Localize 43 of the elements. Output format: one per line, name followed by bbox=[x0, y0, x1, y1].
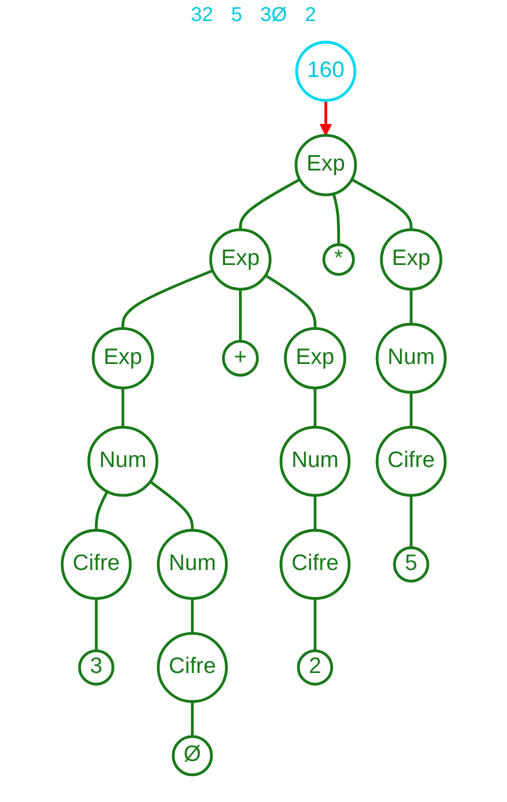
node-circle: Num bbox=[156, 528, 228, 600]
connector bbox=[350, 178, 412, 230]
node-circle: Num bbox=[375, 322, 446, 394]
node-circle: 5 bbox=[392, 546, 430, 582]
connector bbox=[149, 480, 194, 530]
node-circle: Cifre bbox=[279, 528, 350, 600]
connector bbox=[410, 495, 412, 548]
connector bbox=[410, 392, 412, 428]
connector bbox=[332, 193, 340, 245]
connector bbox=[313, 495, 316, 530]
node-circle: Exp bbox=[92, 327, 154, 390]
node-circle: Exp bbox=[380, 228, 442, 291]
node-circle: Cifre bbox=[60, 528, 132, 600]
node-circle: 2 bbox=[296, 649, 333, 686]
connector bbox=[94, 490, 108, 530]
annotation-number: 5 bbox=[231, 4, 242, 27]
connector bbox=[410, 289, 412, 324]
node-circle: Cifre bbox=[375, 426, 446, 497]
connector bbox=[121, 269, 214, 328]
connector bbox=[94, 598, 98, 651]
node-circle: Ø bbox=[172, 735, 213, 776]
arrow bbox=[319, 100, 332, 136]
node-circle: Cifre bbox=[156, 632, 228, 703]
node-circle: Exp bbox=[294, 134, 357, 196]
node-circle: * bbox=[322, 243, 355, 276]
node-circle: Exp bbox=[209, 228, 272, 291]
annotation-number: 32 bbox=[190, 4, 214, 27]
node-circle: 160 bbox=[295, 40, 356, 102]
connector bbox=[190, 702, 194, 736]
connector bbox=[264, 274, 316, 328]
node-circle: Num bbox=[87, 426, 158, 497]
annotation-number: 2 bbox=[304, 4, 316, 27]
connector bbox=[121, 388, 124, 428]
connector bbox=[238, 178, 300, 230]
node-circle: + bbox=[222, 340, 259, 377]
connector bbox=[313, 388, 316, 428]
node-circle: 3 bbox=[78, 649, 114, 686]
node-circle: Exp bbox=[284, 327, 346, 390]
node-circle: Num bbox=[279, 426, 350, 497]
annotation-number: 3Ø bbox=[260, 4, 287, 27]
connector bbox=[313, 598, 316, 651]
connector bbox=[190, 598, 194, 634]
connector bbox=[238, 289, 242, 342]
